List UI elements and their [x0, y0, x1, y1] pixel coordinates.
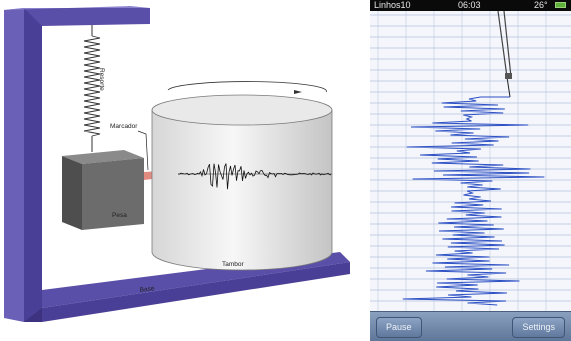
base-label: Base — [139, 285, 155, 294]
phone-app-screen: Linhos10 06:03 26° Pause Settings — [370, 0, 571, 341]
status-temperature: 26° — [534, 0, 548, 10]
marker-label: Marcador — [110, 123, 138, 130]
status-carrier: Linhos10 — [374, 0, 411, 10]
drum — [151, 81, 333, 271]
seismograph-paper — [370, 10, 571, 311]
seismogram-trace — [402, 96, 545, 306]
bottom-toolbar: Pause Settings — [370, 311, 571, 341]
mass-block — [62, 150, 144, 230]
drum-label: Tambor — [222, 261, 245, 268]
pause-button[interactable]: Pause — [376, 317, 422, 338]
drum-seismogram-trace — [177, 163, 332, 190]
spring — [83, 25, 101, 152]
spring-label: Resorte — [98, 68, 105, 91]
status-bar: Linhos10 06:03 26° — [370, 0, 571, 11]
status-time: 06:03 — [458, 0, 481, 10]
stylus — [497, 10, 512, 98]
settings-button[interactable]: Settings — [512, 317, 565, 338]
mass-label: Pesa — [112, 212, 127, 219]
battery-icon — [555, 2, 566, 8]
seismograph-illustration: Resorte Pesa Marcador Tambor Base — [4, 6, 350, 322]
